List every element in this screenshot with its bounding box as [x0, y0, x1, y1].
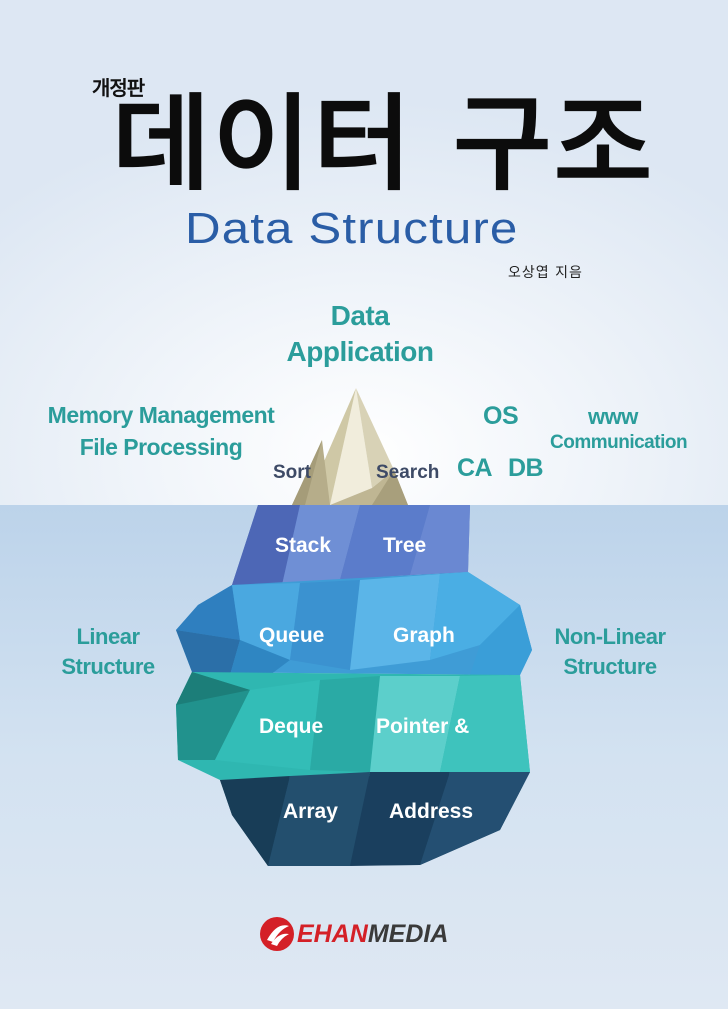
label-file-processing: File Processing — [79, 434, 243, 460]
label-memory-management: Memory Management — [47, 402, 275, 428]
author: 오상엽 지음 — [508, 265, 583, 281]
label-array: Array — [283, 800, 338, 823]
publisher-emblem-icon — [260, 917, 294, 951]
publisher-logo: EHANMEDIA — [259, 914, 459, 956]
label-queue: Queue — [259, 624, 325, 647]
iceberg-band-queue-graph — [176, 572, 532, 675]
publisher-name-part1: EHAN — [297, 920, 368, 948]
label-non-linear-structure: Structure — [563, 654, 657, 679]
label-ca: CA — [457, 454, 493, 482]
label-pointer: Pointer & — [376, 715, 470, 738]
label-tree: Tree — [383, 534, 427, 557]
iceberg-band-array-address — [220, 772, 530, 866]
label-address: Address — [389, 800, 474, 823]
label-data: Data — [330, 300, 390, 331]
label-search: Search — [376, 462, 440, 483]
iceberg-tip — [292, 388, 408, 505]
label-os: OS — [483, 402, 519, 430]
label-deque: Deque — [259, 715, 324, 738]
publisher-name: EHANMEDIA — [297, 920, 448, 949]
iceberg-band-deque-pointer — [176, 672, 530, 780]
label-application: Application — [286, 336, 434, 367]
publisher-name-part2: MEDIA — [367, 920, 449, 948]
label-graph: Graph — [393, 624, 455, 647]
label-communication: Communication — [550, 432, 688, 453]
label-linear: Linear — [76, 624, 140, 649]
label-non-linear: Non-Linear — [554, 624, 666, 649]
edition-label: 개정판 — [92, 76, 145, 100]
label-stack: Stack — [275, 534, 332, 557]
title-english: Data Structure — [185, 204, 519, 253]
label-linear-structure: Structure — [61, 654, 155, 679]
iceberg-band-stack-tree — [232, 505, 470, 585]
label-db: DB — [508, 454, 544, 482]
label-www: www — [588, 404, 638, 429]
title-korean: 데이터 구조 — [112, 83, 655, 205]
label-sort: Sort — [273, 462, 311, 483]
